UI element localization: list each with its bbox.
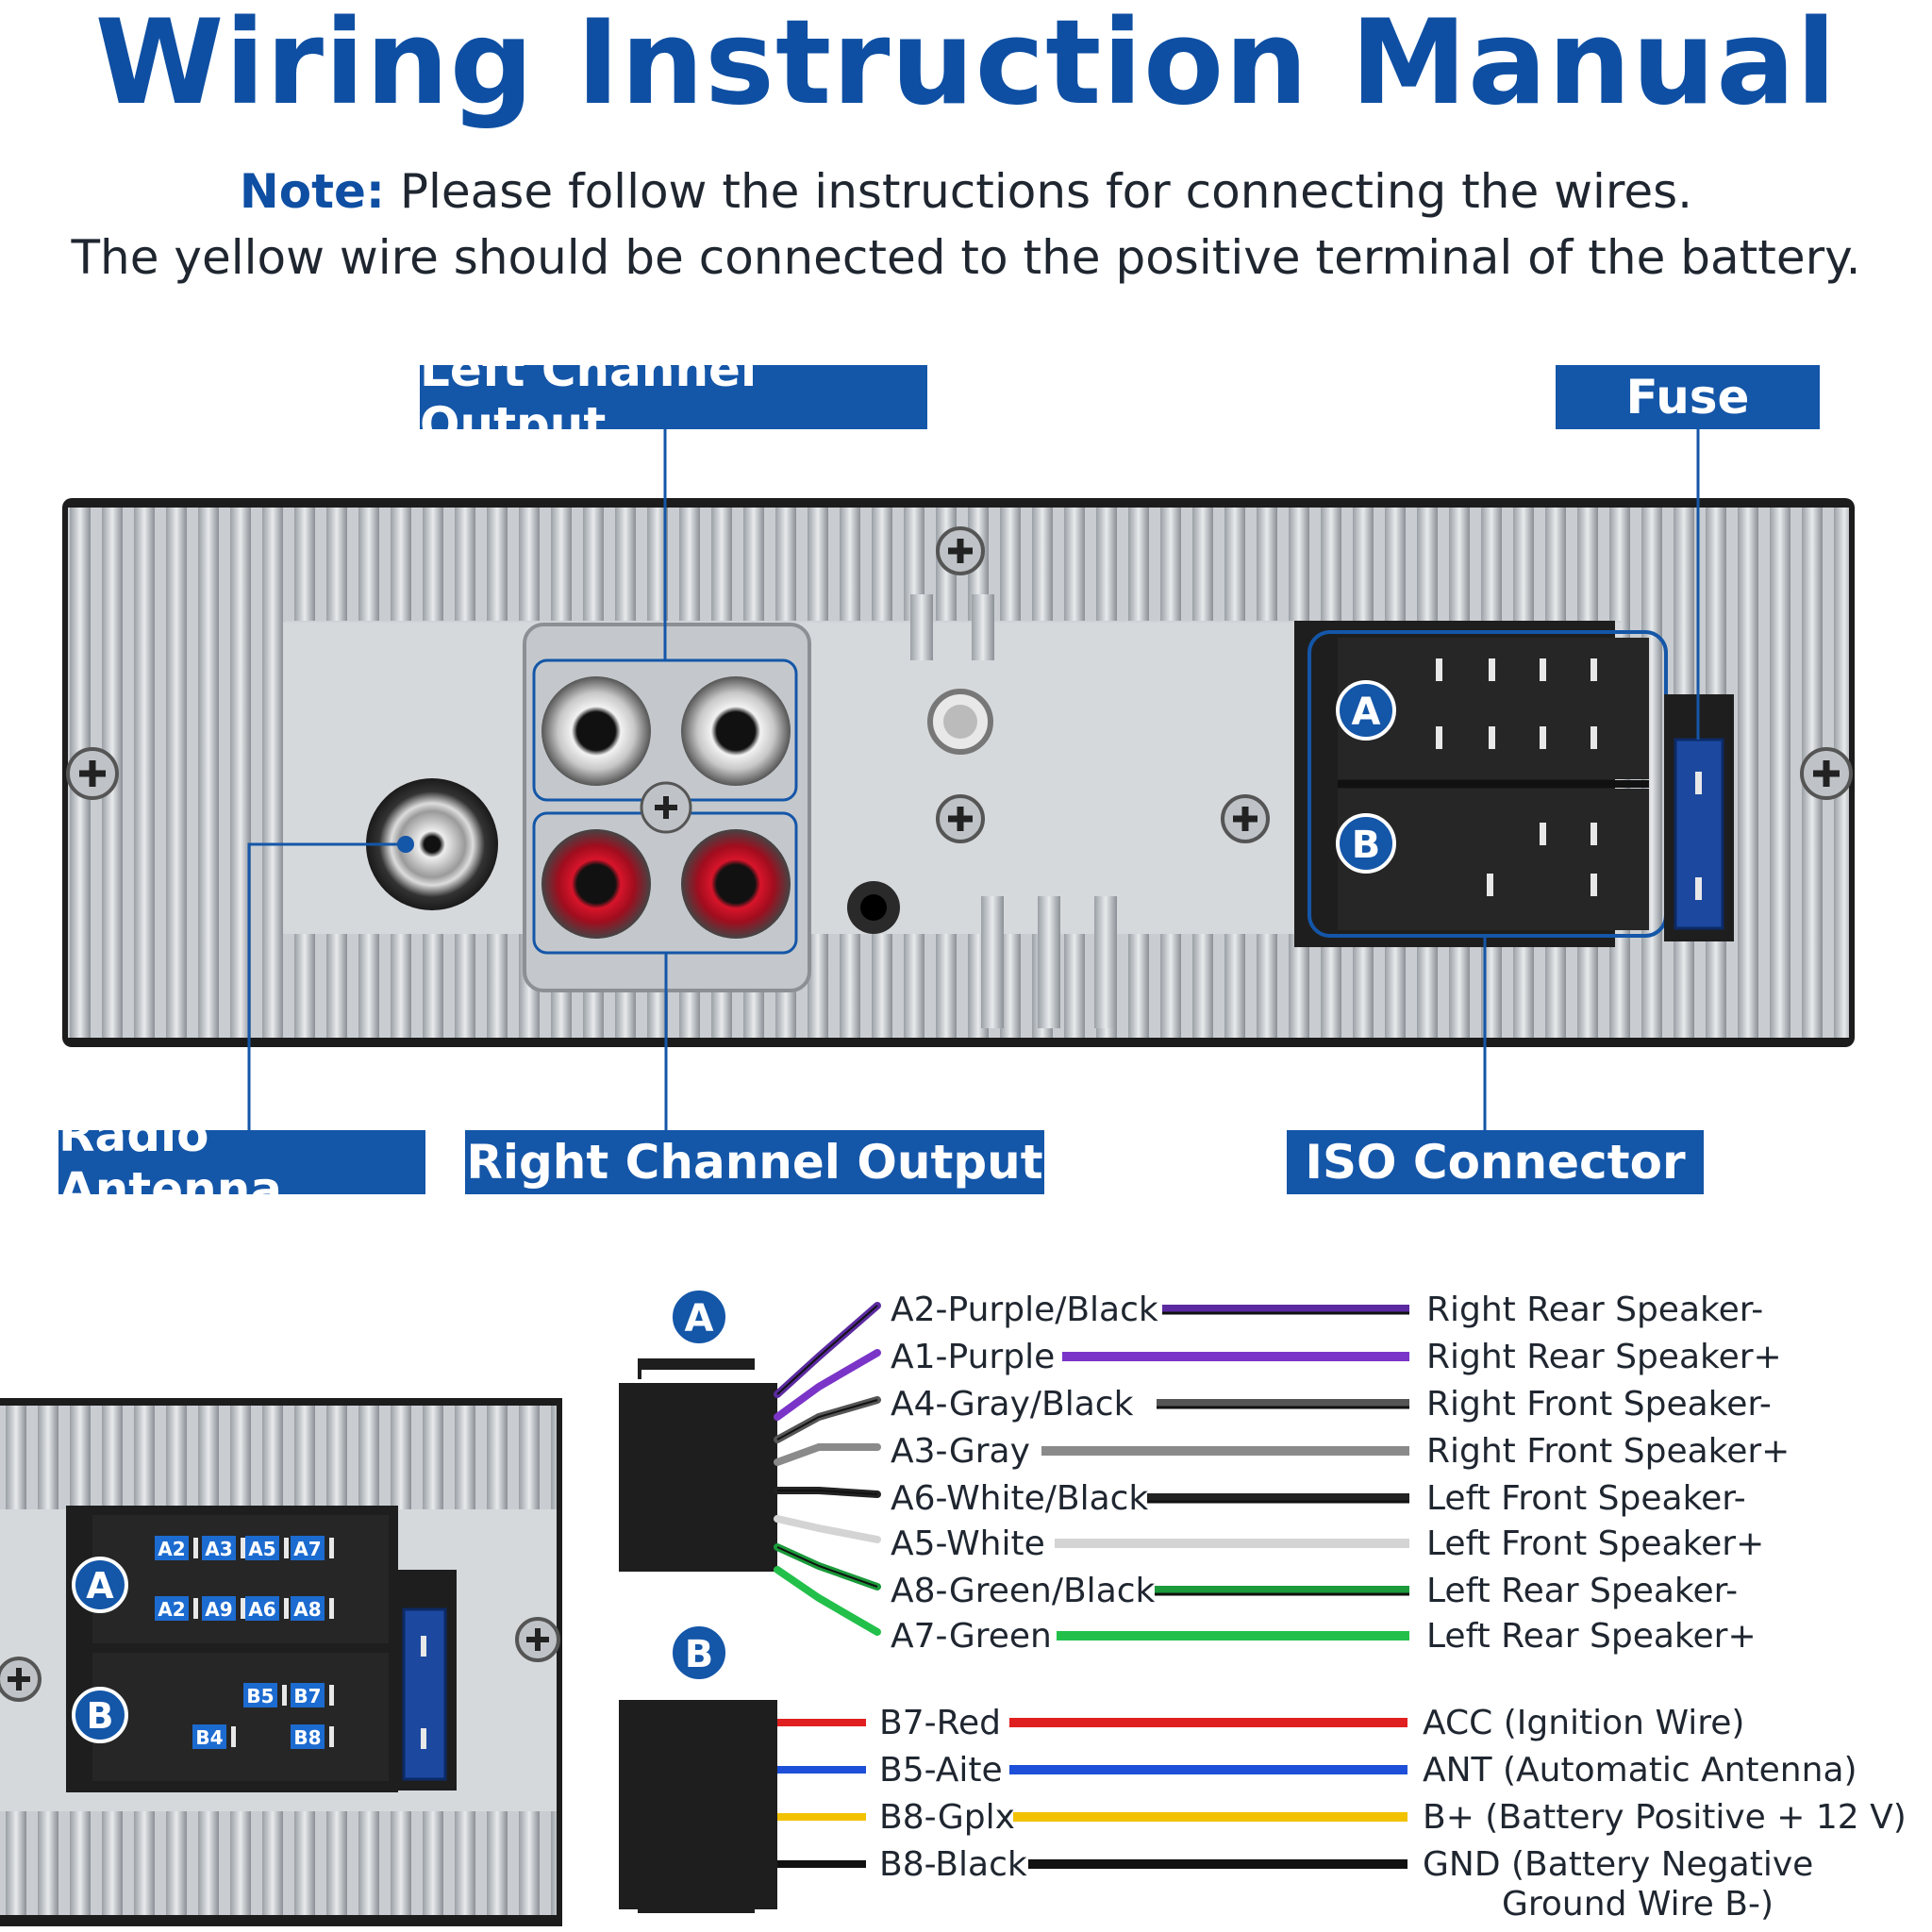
wire-a-label-1: A2-Purple/Black [891,1291,1158,1329]
wire-a-label-5: A6-White/Black [891,1479,1148,1518]
wire-a-5: A6-White/Black Left Front Speaker- [774,1479,1746,1518]
harness-b: B [619,1623,777,1913]
screw-iso [1221,794,1270,843]
harness-b-badge: B [685,1633,714,1676]
note-prefix: Note: [239,164,385,219]
pin-tag-a-top-1: A3 [205,1538,232,1560]
wire-b-label-2: B5-Aite [879,1751,1003,1790]
wire-b-1: B7-Red ACC (Ignition Wire) [777,1704,1744,1742]
wire-a-function-1: Right Rear Speaker- [1426,1291,1763,1329]
pin-tag-b-bottom-0: B4 [195,1726,223,1749]
antenna-jack [366,778,498,910]
wire-a-7: A8-Green/Black Left Rear Speaker- [774,1543,1738,1610]
wire-b-3: B8-Gplx B+ (Battery Positive + 12 V) [777,1798,1907,1837]
wire-a-2: A1-Purple Right Rear Speaker+ [774,1338,1782,1421]
iso-connector-label: ISO Connector [1287,1130,1704,1194]
pin-tag-bg [202,1596,236,1621]
wire-a-label-7: A8-Green/Black [891,1572,1156,1610]
wire-b-function-3: B+ (Battery Positive + 12 V) [1423,1798,1907,1837]
callout-lines [247,429,1700,1130]
wire-a-label-8: A7-Green [891,1617,1052,1656]
closeup-badge-b: B [87,1695,114,1737]
wire-a-function-8: Left Rear Speaker+ [1426,1617,1757,1656]
wire-a-function-3: Right Front Speaker- [1426,1385,1772,1424]
pin-tag-bg [291,1683,325,1707]
pin-tag-b-top-0: B5 [246,1685,274,1707]
rca-output-block [523,623,811,992]
wire-a-label-2: A1-Purple [891,1338,1055,1376]
pin-tag-bg [245,1596,279,1621]
wire-b-function-4: GND (Battery Negative [1423,1845,1813,1884]
pin-tag-bg [291,1724,325,1749]
screw-right [1800,747,1853,800]
screw-left [66,747,119,800]
fuse [1674,738,1724,930]
screw-top-center [936,526,985,575]
iso-badge-a-text: A [1352,691,1381,734]
wire-b-function-4-line-2: Ground Wire B-) [1502,1885,1774,1924]
wire-a-3: A4-Gray/Black Right Front Speaker- [774,1385,1772,1443]
pin-tag-a-bottom-0: A2 [158,1598,185,1621]
note-line-1: Note: Please follow the instructions for… [0,158,1932,225]
pin-tag-a-top-0: A2 [158,1538,185,1560]
wire-a-8: A7-Green Left Rear Speaker+ [774,1566,1757,1656]
wire-a-function-6: Left Front Speaker+ [1426,1524,1764,1563]
pin-tag-b-top-1: B7 [293,1685,321,1707]
wire-a-function-7: Left Rear Speaker- [1426,1572,1738,1610]
pin-tag-bg [291,1536,325,1560]
wire-b-function-1: ACC (Ignition Wire) [1423,1704,1744,1742]
wire-a-label-4: A3-Gray [891,1432,1030,1471]
pin-tag-a-bottom-2: A6 [248,1598,275,1621]
pin-tag-bg [291,1596,325,1621]
note-line-2: The yellow wire should be connected to t… [71,230,1861,285]
iso-badge-a: A [1336,680,1396,741]
note-text-1: Please follow the instructions for conne… [399,164,1693,219]
fuse-label: Fuse [1556,365,1820,429]
pin-tag-a-bottom-3: A8 [293,1598,321,1621]
wire-a-1: A2-Purple/Black Right Rear Speaker- [774,1291,1763,1398]
pin-tag-bg [202,1536,236,1560]
wire-b-function-2: ANT (Automatic Antenna) [1423,1751,1857,1790]
rca-right-red-2 [681,829,791,939]
pin-tag-b-bottom-1: B8 [293,1726,321,1749]
pin-tag-a-bottom-1: A9 [205,1598,232,1621]
wire-a-function-4: Right Front Speaker+ [1426,1432,1790,1471]
wire-b-label-1: B7-Red [879,1704,1001,1742]
wire-a-function-5: Left Front Speaker- [1426,1479,1746,1518]
wire-a-label-3: A4-Gray/Black [891,1385,1134,1424]
wire-b-label-3: B8-Gplx [879,1798,1015,1837]
left-channel-output-label: Left Channel Output [420,342,927,452]
pin-tag-bg [245,1536,279,1560]
pin-tag-bg [155,1536,189,1560]
iso-badge-b-text: B [1352,824,1381,867]
pin-tag-bg [155,1596,189,1621]
wire-b-label-4: B8-Black [879,1845,1027,1884]
iso-badge-b: B [1336,813,1396,874]
pin-tag-bg [192,1724,226,1749]
page-title: Wiring Instruction Manual [94,0,1838,131]
harness-a: A [619,1287,777,1572]
harness-a-badge: A [685,1297,714,1341]
rca-left-white-2 [681,676,791,786]
wire-a-6: A5-White Left Front Speaker+ [774,1515,1764,1563]
mic-jack [847,881,900,934]
wire-a-4: A3-Gray Right Front Speaker+ [774,1432,1790,1471]
screw-center [936,794,985,843]
wire-b-2: B5-Aite ANT (Automatic Antenna) [777,1751,1857,1790]
closeup-badge-a: A [86,1565,114,1607]
rca-right-red-1 [541,829,651,939]
wire-a-function-2: Right Rear Speaker+ [1426,1338,1782,1376]
aux-jack [927,689,993,755]
pin-tag-a-top-3: A7 [293,1538,321,1560]
right-channel-output-label: Right Channel Output [465,1130,1044,1194]
rca-left-white-1 [541,676,651,786]
wire-a-label-6: A5-White [891,1524,1045,1563]
pin-tag-bg [243,1683,277,1707]
pin-tag-a-top-2: A5 [248,1538,275,1560]
